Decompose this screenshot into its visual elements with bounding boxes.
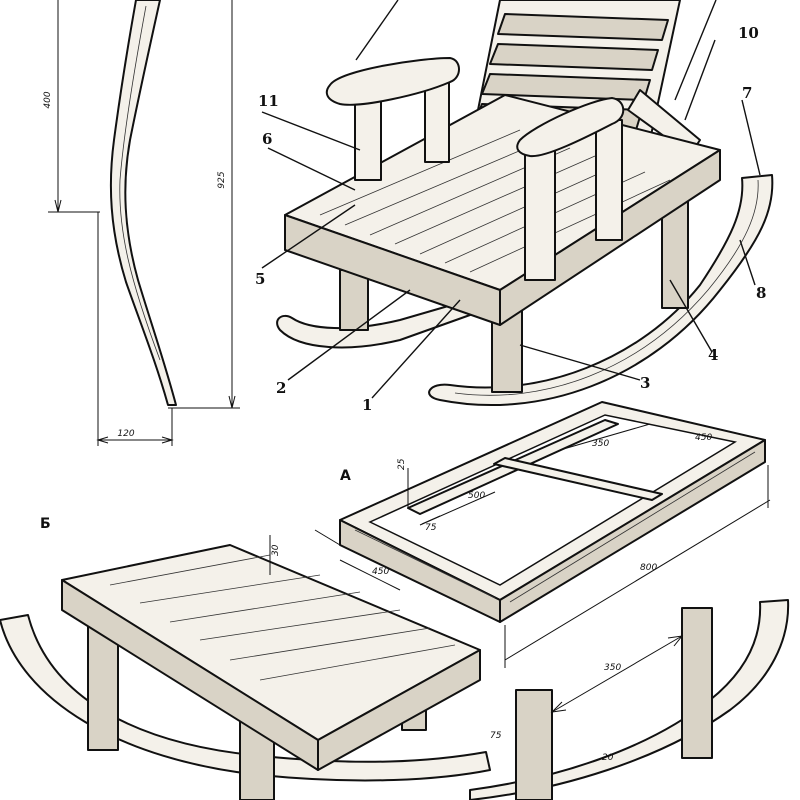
armrest-right [516,97,625,158]
dim-frame-depth: 500 [468,491,485,501]
part-label-5: 5 [255,270,265,288]
loose-leg-tall [681,607,713,759]
part-label-6: 6 [262,130,272,148]
view-label-b: Б [40,516,51,532]
part-label-1: 1 [362,396,372,414]
runner-left [276,301,471,349]
dim-frame-width: 450 [372,567,389,577]
view-a-frame: А 25 500 75 350 450 800 450 [314,401,771,668]
arm-post-right-back [595,119,623,241]
dim-leg-size: 75 [490,731,502,741]
arm-post-right [524,149,556,281]
runner-dimensions: 400 925 120 [43,0,240,446]
dim-frame-bar: 350 [592,439,609,449]
runner-profile [109,0,177,406]
dim-frame-length: 800 [640,563,657,573]
arm-post-left-back [424,81,450,163]
loose-parts: 350 75 20 [469,599,790,800]
runner-right [428,174,774,407]
part-label-2: 2 [276,379,286,397]
part-labels: 11 6 5 2 1 3 4 8 7 10 [255,0,766,414]
dim-frame-end: 450 [695,433,712,443]
dim-frame-inner: 75 [425,523,437,533]
leg-left [339,269,369,331]
dim-runner-height: 925 [217,171,227,188]
part-label-8: 8 [756,284,766,302]
part-label-11: 11 [258,92,279,110]
assembled-chair [276,0,774,407]
part-label-3: 3 [640,374,650,392]
loose-leg-short [515,689,553,800]
dim-runner-section: 20 [602,753,614,763]
dim-runner-width: 120 [117,429,134,439]
armrest-left [325,57,460,106]
dim-leg-spacing: 350 [604,663,621,673]
dim-frame-thickness: 25 [397,458,407,470]
arm-post-left [354,94,382,181]
view-label-a: А [340,468,351,484]
dim-runner-offset: 400 [43,91,53,108]
part-label-10: 10 [738,24,759,42]
part-label-4: 4 [708,346,718,364]
view-b-footrest: Б 30 [0,516,491,800]
dim-footrest-height: 30 [271,544,281,556]
part-label-7: 7 [742,84,752,102]
